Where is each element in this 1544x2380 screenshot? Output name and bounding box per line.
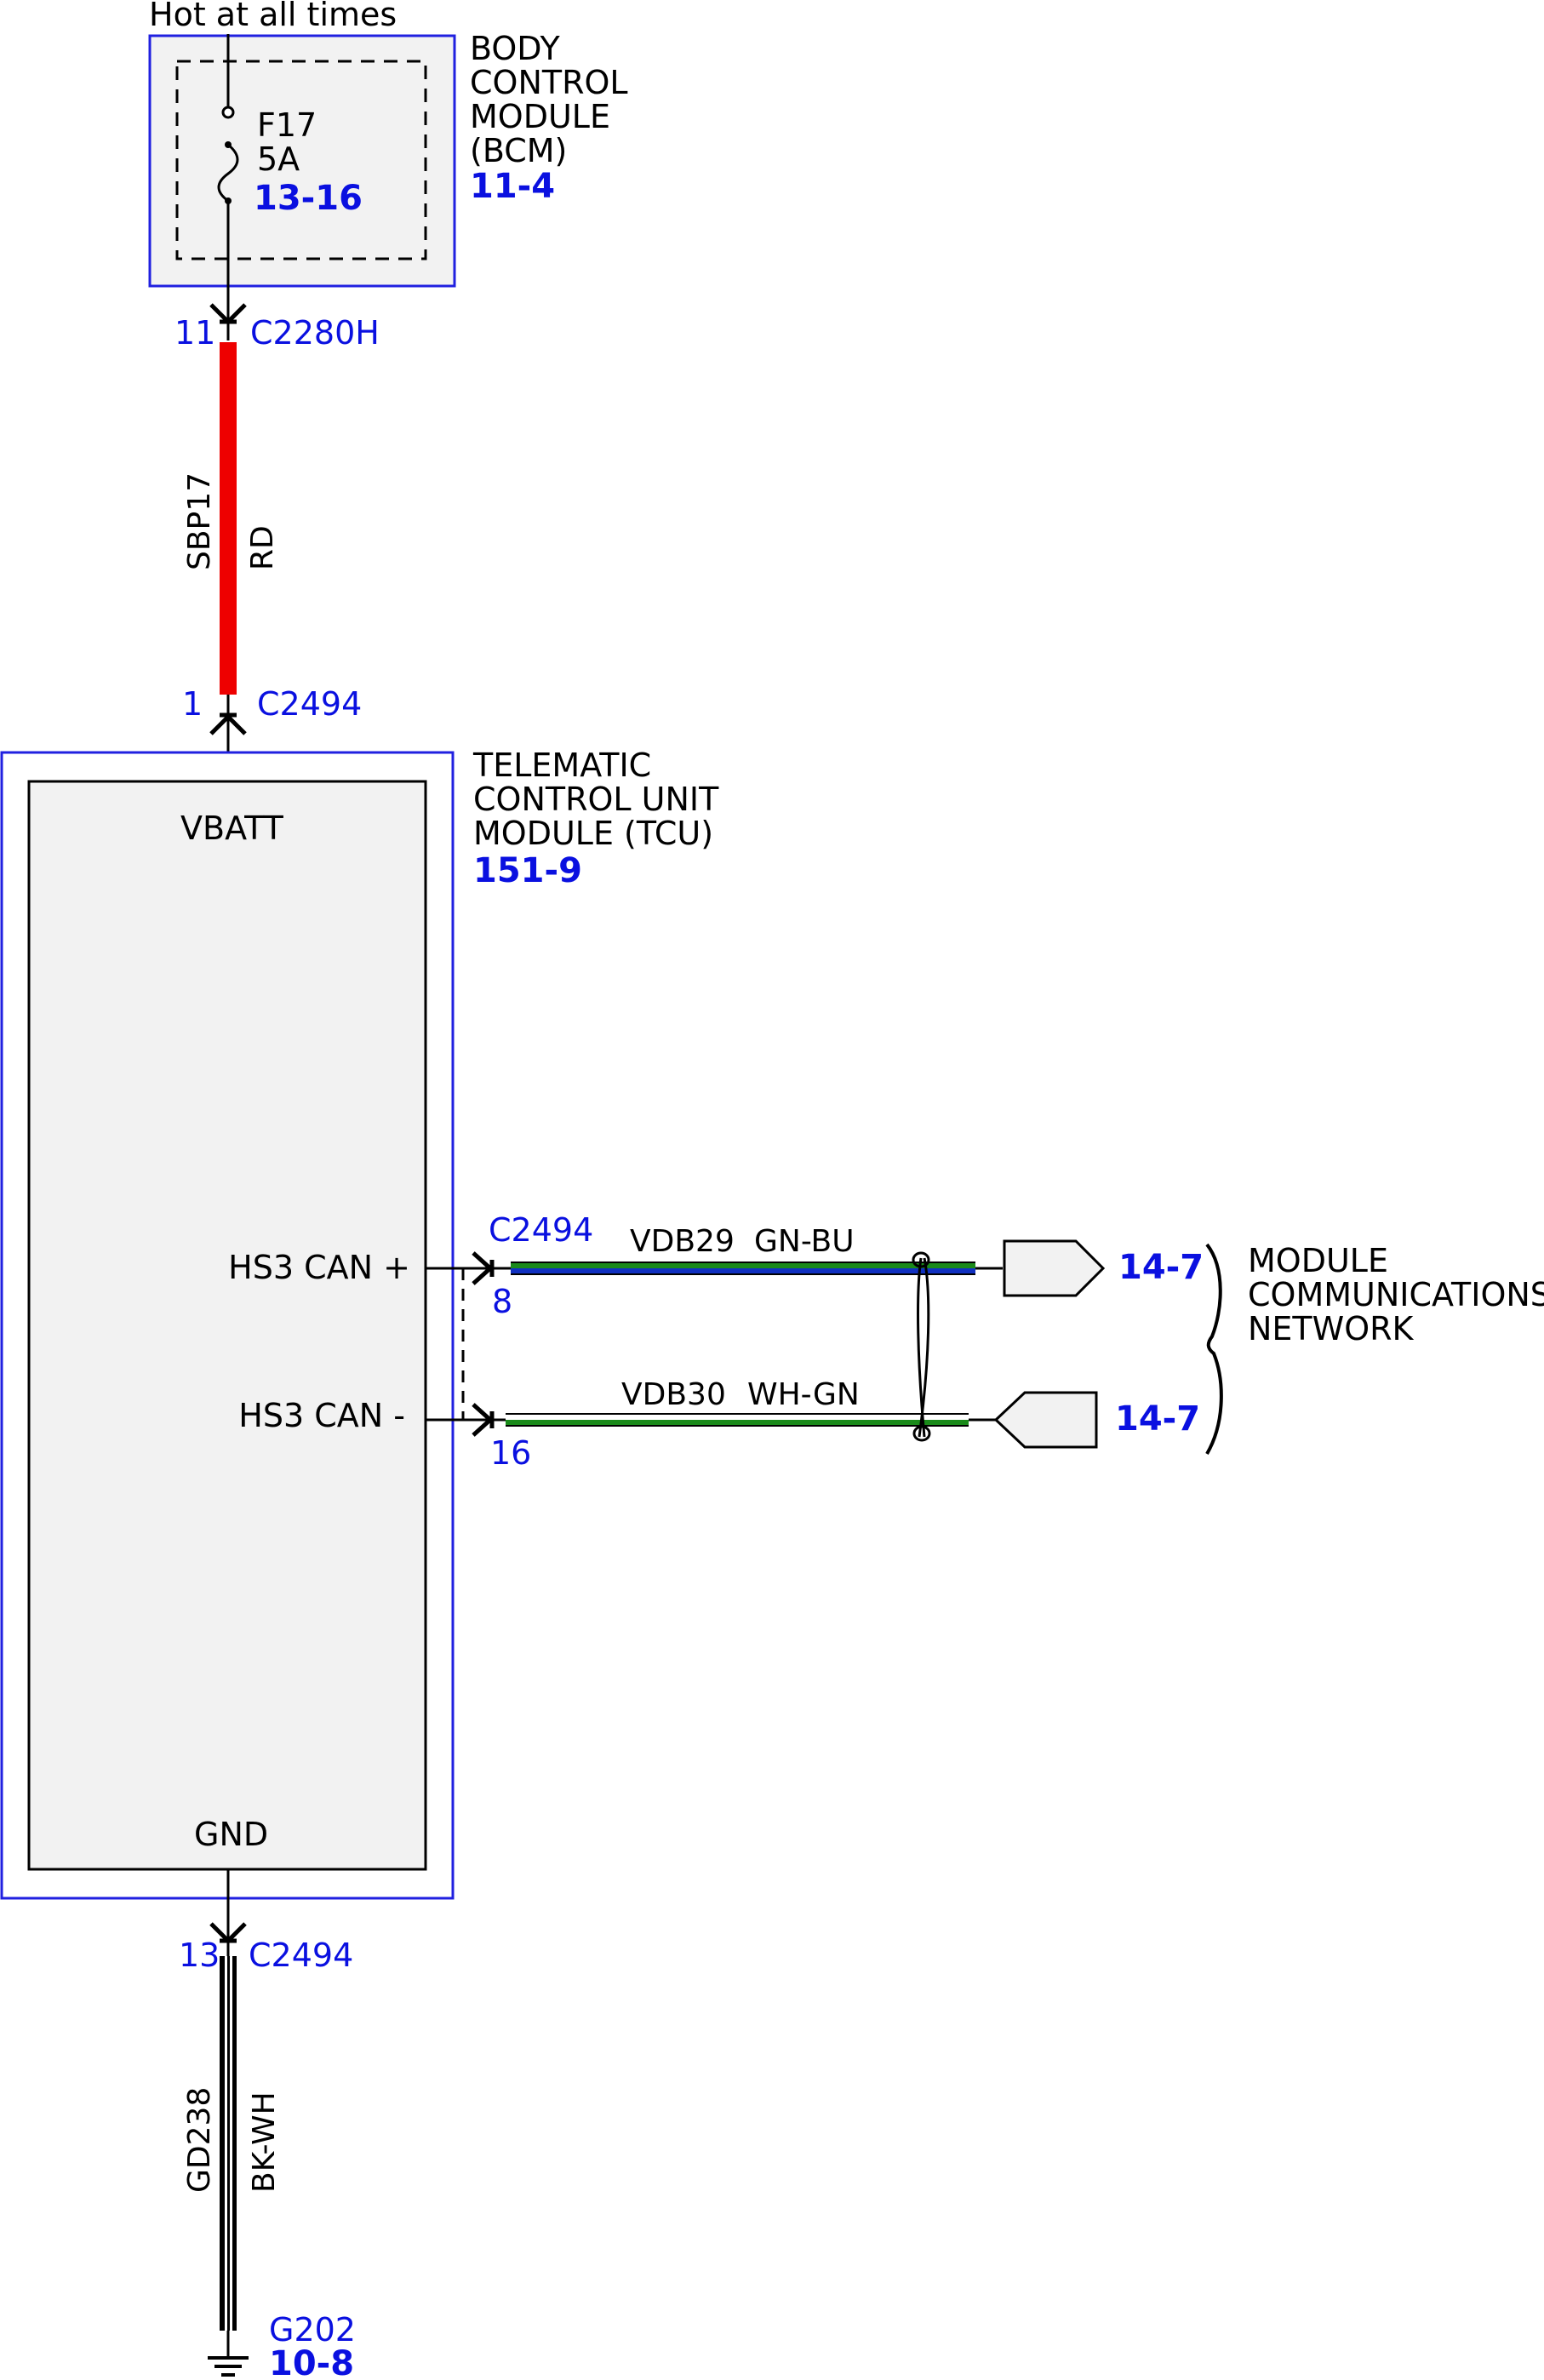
bcm-module-box[interactable] xyxy=(148,34,456,288)
bcm-name-line-3: MODULE xyxy=(470,98,610,135)
twisted-pair-symbol xyxy=(912,1251,931,1442)
wire-sbp17-circuit: SBP17 xyxy=(182,472,217,570)
bcm-name-line-1: BODY xyxy=(470,30,560,67)
wire-sbp17-rd[interactable] xyxy=(220,342,237,695)
ground-g202-symbol xyxy=(208,2331,249,2377)
fuse-ref-link[interactable]: 13-16 xyxy=(254,179,363,218)
c2494-pin1: 1 xyxy=(182,685,203,723)
can-connector-name: C2494 xyxy=(489,1211,593,1249)
connector-c2494-pin13-symbol xyxy=(209,1869,247,1958)
bcm-name-line-2: CONTROL xyxy=(470,64,628,101)
fuse-name: F17 xyxy=(257,106,317,144)
vdb29-color: GN-BU xyxy=(754,1224,855,1259)
tcu-name-line-3: MODULE (TCU) xyxy=(473,815,713,852)
tcu-ref-link[interactable]: 151-9 xyxy=(473,851,582,890)
ground-ref-link[interactable]: 10-8 xyxy=(269,2344,354,2380)
wire-vdb30-wh-gn[interactable] xyxy=(506,1413,969,1427)
fuse-f17-symbol xyxy=(217,34,239,300)
wire-gd238-circuit: GD238 xyxy=(182,2087,217,2193)
vdb29-circuit: VDB29 xyxy=(630,1224,735,1259)
ground-name: G202 xyxy=(269,2311,356,2349)
wire-sbp17-color: RD xyxy=(245,525,280,570)
network-label-line-1: MODULE xyxy=(1248,1242,1388,1279)
tcu-pin-can-hi: HS3 CAN + xyxy=(228,1249,410,1286)
wire-gd238-bk-wh[interactable] xyxy=(220,1956,237,2331)
can-hi-pin: 8 xyxy=(492,1283,512,1320)
can-hi-ref-link[interactable]: 14-7 xyxy=(1118,1248,1204,1287)
c2494-name-bottom: C2494 xyxy=(249,1937,353,1974)
tcu-pin-gnd: GND xyxy=(194,1816,268,1853)
tcu-name-line-2: CONTROL UNIT xyxy=(473,781,719,818)
network-label-line-3: NETWORK xyxy=(1248,1310,1415,1347)
fuse-rating: 5A xyxy=(257,140,300,178)
bcm-name-line-4: (BCM) xyxy=(470,132,567,169)
bcm-ref-link[interactable]: 11-4 xyxy=(470,167,555,206)
can-lo-offpage-arrow[interactable] xyxy=(993,1391,1098,1449)
tcu-pin-vbatt: VBATT xyxy=(180,810,284,847)
c2494-pin13: 13 xyxy=(179,1937,220,1974)
c2494-name-top: C2494 xyxy=(257,685,362,723)
connector-c2280h-symbol xyxy=(209,286,247,340)
wire-vdb29-gn-bu[interactable] xyxy=(511,1262,975,1275)
can-hi-offpage-arrow[interactable] xyxy=(1003,1239,1106,1297)
tcu-pin-can-lo: HS3 CAN - xyxy=(238,1397,405,1434)
wire-gd238-color: BK-WH xyxy=(247,2091,282,2193)
tcu-name-line-1: TELEMATIC xyxy=(472,747,651,784)
power-source-label: Hot at all times xyxy=(149,0,397,33)
c2280h-name: C2280H xyxy=(250,314,380,352)
c2280h-pin: 11 xyxy=(174,314,215,352)
bcm-fuse-box-outline xyxy=(175,60,427,260)
can-lo-pin: 16 xyxy=(490,1434,531,1472)
tcu-module-inner-box xyxy=(27,780,427,1871)
network-label-line-2: COMMUNICATIONS xyxy=(1248,1276,1544,1313)
can-lo-ref-link[interactable]: 14-7 xyxy=(1115,1399,1200,1439)
vdb30-color: WH-GN xyxy=(747,1377,860,1412)
connector-c2494-pin16-symbol xyxy=(472,1403,507,1437)
connector-c2494-pin8-symbol xyxy=(472,1251,511,1285)
network-brace xyxy=(1205,1243,1223,1456)
vdb30-circuit: VDB30 xyxy=(621,1377,726,1412)
